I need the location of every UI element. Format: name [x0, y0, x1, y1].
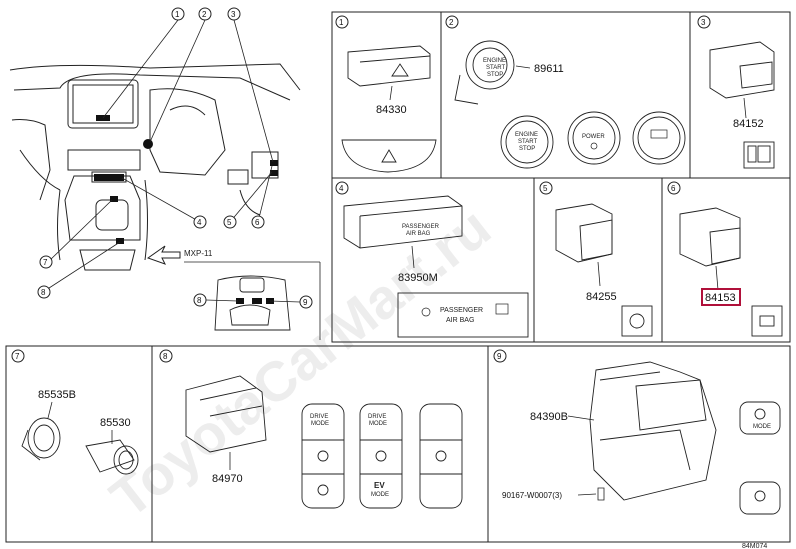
- view-arrow: [146, 245, 181, 265]
- panel-numbers: 1 2 3 4 5 6 7 8 9: [11, 15, 711, 363]
- engine-start-label-a: ENGINE: [515, 132, 538, 138]
- svg-text:5: 5: [543, 184, 548, 193]
- svg-text:MODE: MODE: [311, 421, 329, 427]
- svg-text:9: 9: [497, 352, 502, 361]
- svg-text:START: START: [518, 139, 537, 145]
- watermark: ToyotaCarMart.ru: [99, 195, 502, 529]
- svg-text:2: 2: [202, 10, 207, 19]
- switch-84153-drawing: [679, 207, 783, 337]
- svg-text:2: 2: [449, 18, 454, 27]
- view-label: MXP-11: [184, 249, 213, 258]
- svg-text:DRIVE: DRIVE: [310, 414, 328, 420]
- part-number-84152: 84152: [733, 118, 764, 130]
- svg-text:7: 7: [43, 258, 48, 267]
- svg-text:DRIVE: DRIVE: [368, 414, 386, 420]
- svg-text:3: 3: [231, 10, 236, 19]
- console-switch-drawing: [589, 361, 781, 515]
- svg-text:4: 4: [339, 184, 344, 193]
- part-number-85530: 85530: [100, 417, 131, 429]
- panel-frames: [5, 11, 791, 543]
- inset-drawing: [214, 275, 291, 331]
- overview-drawing: [9, 63, 301, 271]
- svg-text:PASSENGER: PASSENGER: [402, 224, 440, 230]
- part-number-84255: 84255: [586, 291, 617, 303]
- svg-text:AIR BAG: AIR BAG: [406, 231, 431, 237]
- svg-text:3: 3: [701, 18, 706, 27]
- svg-text:8: 8: [197, 296, 202, 305]
- svg-text:5: 5: [227, 218, 232, 227]
- svg-text:START: START: [486, 65, 505, 71]
- svg-text:8: 8: [41, 288, 46, 297]
- engine-start-drawing: [454, 40, 686, 169]
- highlight-box-84153: [701, 288, 741, 306]
- part-number-84153[interactable]: 84153: [705, 292, 736, 304]
- diagram-id: 84M074: [742, 543, 767, 549]
- svg-text:STOP: STOP: [487, 72, 503, 78]
- airbag-label-line1: PASSENGER: [440, 307, 483, 314]
- svg-text:ENGINE: ENGINE: [483, 58, 506, 64]
- svg-text:MODE: MODE: [371, 492, 389, 498]
- part-number-85535B: 85535B: [38, 389, 76, 401]
- svg-text:1: 1: [339, 18, 344, 27]
- svg-text:1: 1: [175, 10, 180, 19]
- svg-text:6: 6: [671, 184, 676, 193]
- inset-callouts: 8 9: [193, 293, 313, 309]
- switch-84255-drawing: [555, 203, 653, 337]
- svg-text:6: 6: [255, 218, 260, 227]
- svg-text:9: 9: [303, 298, 308, 307]
- mode-label: MODE: [753, 424, 771, 430]
- svg-text:7: 7: [15, 352, 20, 361]
- switch-84152-drawing: [709, 41, 775, 169]
- svg-text:MODE: MODE: [369, 421, 387, 427]
- power-label: POWER: [582, 134, 605, 140]
- part-number-84390B: 84390B: [530, 411, 568, 423]
- svg-text:4: 4: [197, 218, 202, 227]
- airbag-label-line2: AIR BAG: [446, 317, 474, 324]
- power-socket-drawing: [21, 417, 139, 475]
- passenger-airbag-drawing: [343, 195, 529, 338]
- drive-mode-switch-drawing: [185, 375, 463, 509]
- part-number-84970: 84970: [212, 473, 243, 485]
- switch-location-2: [143, 139, 153, 149]
- overview-callouts: 1 2 3 4 5 6 7 8: [37, 7, 265, 299]
- part-number-84330: 84330: [376, 104, 407, 116]
- part-number-90167: 90167-W0007(3): [502, 491, 562, 500]
- svg-text:STOP: STOP: [519, 146, 535, 152]
- part-number-89611: 89611: [534, 63, 564, 75]
- part-number-83950M: 83950M: [398, 272, 438, 284]
- hazard-switch-drawing: [341, 45, 437, 173]
- svg-text:8: 8: [163, 352, 168, 361]
- svg-text:EV: EV: [374, 481, 385, 490]
